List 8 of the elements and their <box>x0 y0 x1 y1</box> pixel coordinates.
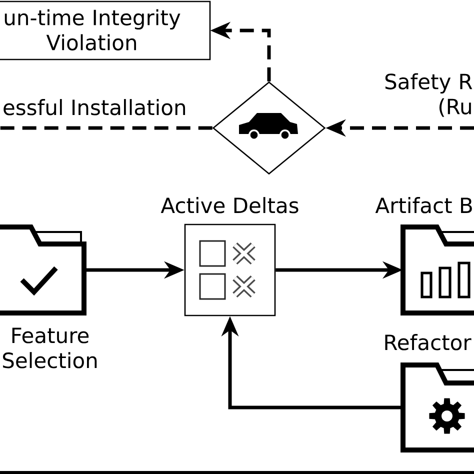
folder-label: Artifact B <box>375 197 472 214</box>
folder-label: Feature Selection <box>3 328 97 368</box>
edge-label: essful Installation <box>1 98 188 116</box>
dashed-line <box>0 126 212 130</box>
edge-label: Safety R (Ru <box>385 73 472 117</box>
process-box: un-time Integrity Violation <box>0 0 211 60</box>
folder-label: Refactor <box>385 334 472 350</box>
box-title: Active Deltas <box>160 197 298 214</box>
